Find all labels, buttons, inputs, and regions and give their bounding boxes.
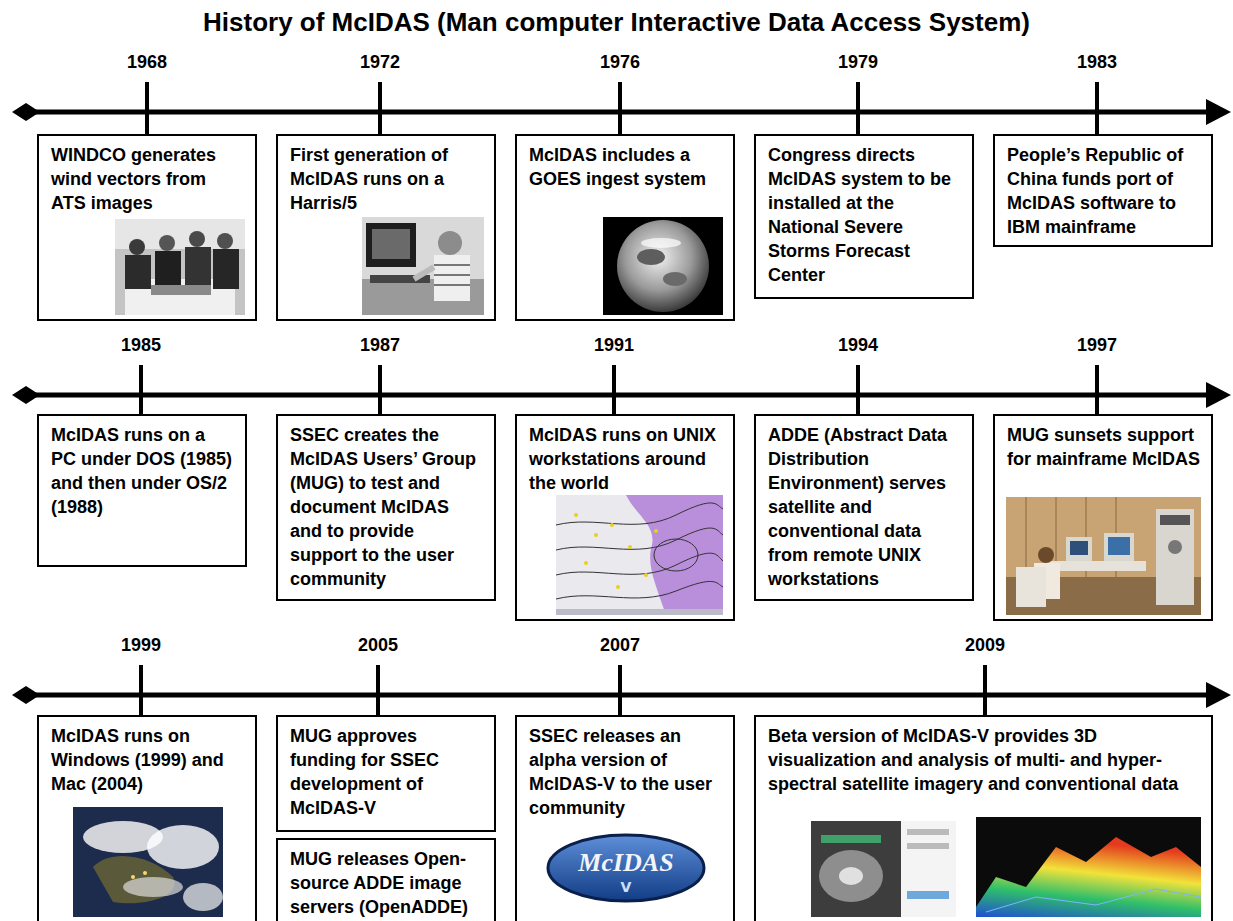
event-text: Congress directs McIDAS system to be ins…	[768, 143, 962, 287]
year-label: 1999	[101, 634, 181, 656]
terrain-3d	[976, 817, 1201, 917]
event-text: SSEC creates the McIDAS Users’ Group (MU…	[290, 423, 484, 591]
photo-pair	[811, 817, 1201, 917]
event-box: McIDAS runs on a PC under DOS (1985) and…	[37, 414, 247, 567]
year-label: 1972	[340, 51, 420, 73]
year-label: 1976	[580, 51, 660, 73]
year-label: 1991	[574, 334, 654, 356]
event-text: McIDAS runs on a PC under DOS (1985) and…	[51, 423, 235, 519]
logo-text: V	[621, 879, 632, 895]
year-label: 1979	[818, 51, 898, 73]
event-box: SSEC releases an alpha version of McIDAS…	[515, 715, 735, 921]
event-box: McIDAS runs on UNIX workstations around …	[515, 414, 735, 621]
year-label: 2007	[580, 634, 660, 656]
event-box: MUG sunsets support for mainframe McIDAS	[993, 414, 1213, 621]
photo	[73, 807, 223, 917]
event-text: MUG approves funding for SSEC developmen…	[290, 724, 484, 820]
event-text: SSEC releases an alpha version of McIDAS…	[529, 724, 723, 820]
event-text: MUG releases Open-source ADDE image serv…	[290, 847, 484, 919]
satellite-image	[73, 807, 223, 917]
event-text: Beta version of McIDAS-V provides 3D vis…	[768, 724, 1201, 796]
event-text: MUG sunsets support for mainframe McIDAS	[1007, 423, 1201, 471]
year-label: 1968	[107, 51, 187, 73]
photo	[362, 217, 484, 315]
computer-room-photo	[1006, 497, 1201, 615]
photo	[556, 495, 723, 615]
event-box: McIDAS includes a GOES ingest system	[515, 134, 735, 321]
photo	[603, 217, 723, 315]
event-box: MUG releases Open-source ADDE image serv…	[276, 838, 496, 921]
event-box: McIDAS runs on Windows (1999) and Mac (2…	[37, 715, 257, 921]
earth-image	[603, 217, 723, 315]
event-text: WINDCO generates wind vectors from ATS i…	[51, 143, 245, 215]
event-box: People’s Republic of China funds port of…	[993, 134, 1213, 247]
label-slot: McIDAS	[546, 849, 706, 877]
event-box: Beta version of McIDAS-V provides 3D vis…	[754, 715, 1213, 921]
analysis-screenshot	[811, 821, 956, 917]
year-label: 1987	[340, 334, 420, 356]
year-label: 1983	[1057, 51, 1137, 73]
event-text: ADDE (Abstract Data Distribution Environ…	[768, 423, 962, 591]
event-text: People’s Republic of China funds port of…	[1007, 143, 1201, 239]
event-box: WINDCO generates wind vectors from ATS i…	[37, 134, 257, 321]
event-text: McIDAS includes a GOES ingest system	[529, 143, 723, 191]
operator-photo	[362, 217, 484, 315]
logo: McIDAS V	[546, 833, 706, 903]
year-label: 2009	[945, 634, 1025, 656]
event-text: McIDAS runs on UNIX workstations around …	[529, 423, 723, 495]
year-label: 1997	[1057, 334, 1137, 356]
event-text: McIDAS runs on Windows (1999) and Mac (2…	[51, 724, 245, 796]
event-box: Congress directs McIDAS system to be ins…	[754, 134, 974, 299]
weather-map	[556, 495, 723, 615]
year-label: 1985	[101, 334, 181, 356]
year-label: 1994	[818, 334, 898, 356]
photo	[1006, 497, 1201, 615]
logo-text: McIDAS	[578, 848, 673, 877]
year-label: 2005	[338, 634, 418, 656]
event-box: SSEC creates the McIDAS Users’ Group (MU…	[276, 414, 496, 601]
people-photo	[115, 219, 245, 315]
label-slot: V	[546, 878, 706, 896]
event-text: First generation of McIDAS runs on a Har…	[290, 143, 484, 215]
event-box: MUG approves funding for SSEC developmen…	[276, 715, 496, 832]
diagram-title: History of McIDAS (Man computer Interact…	[0, 6, 1233, 38]
event-box: ADDE (Abstract Data Distribution Environ…	[754, 414, 974, 601]
photo	[115, 219, 245, 315]
event-box: First generation of McIDAS runs on a Har…	[276, 134, 496, 321]
